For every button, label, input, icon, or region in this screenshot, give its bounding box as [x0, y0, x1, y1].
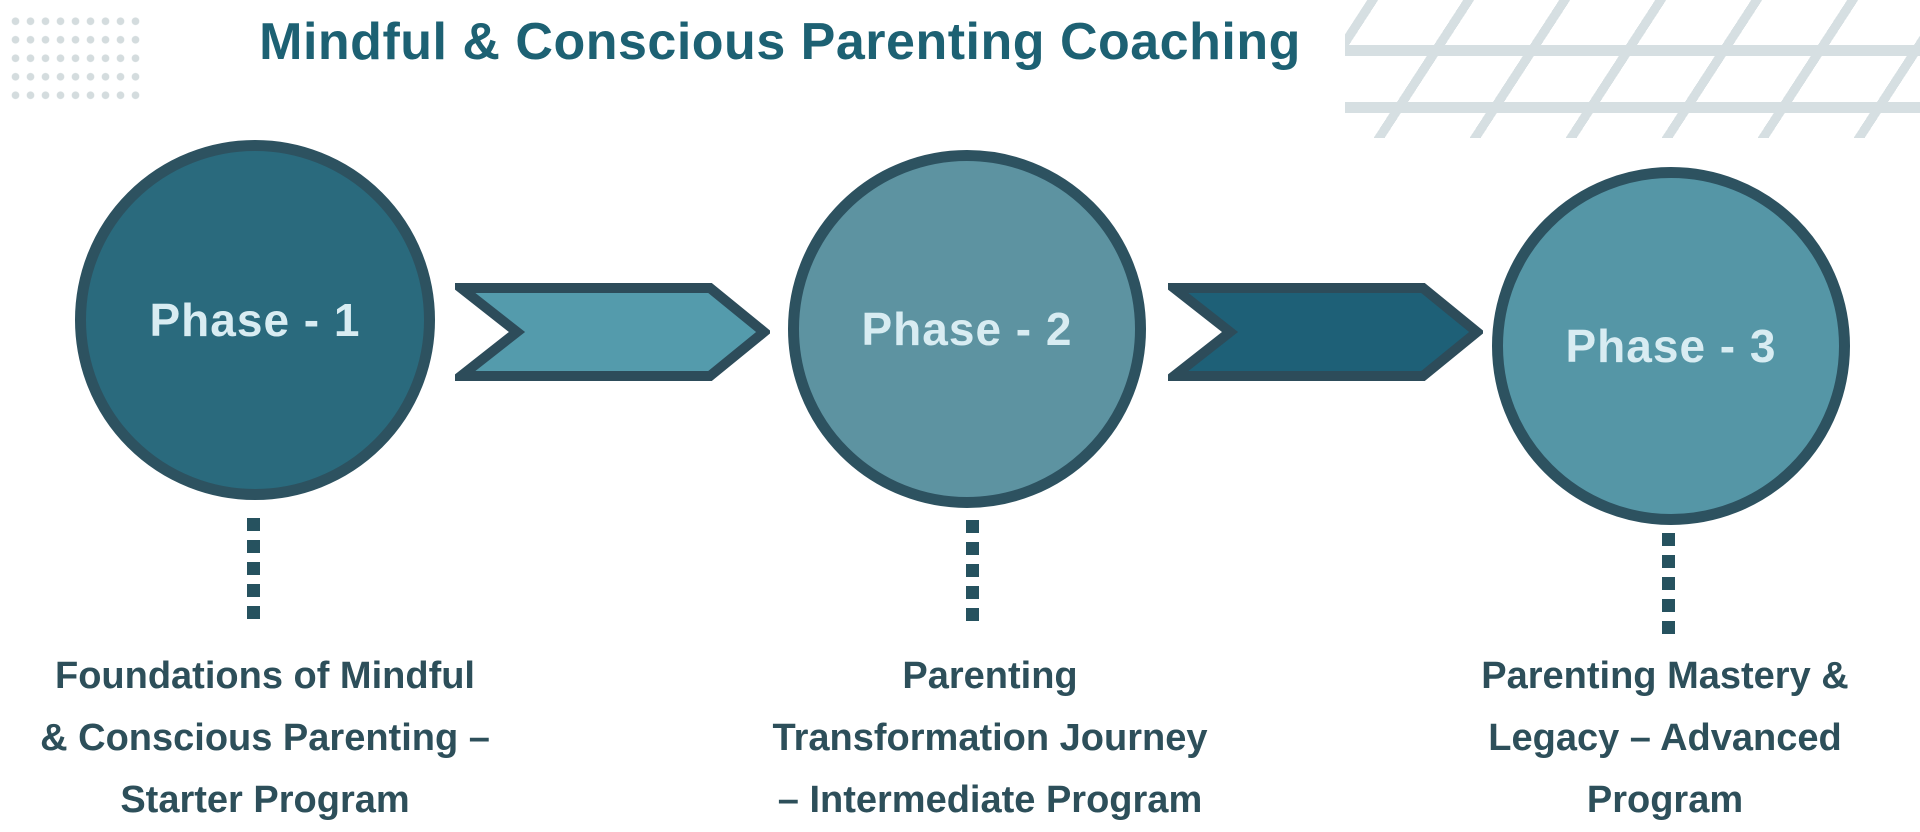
dotted-connector-phase-1	[247, 518, 260, 619]
program-line: Starter Program	[120, 779, 410, 821]
program-line: Program	[1586, 779, 1744, 821]
phase-3-label: Phase - 3	[1565, 320, 1777, 372]
dash	[966, 586, 979, 599]
dash	[966, 520, 979, 533]
dash	[247, 518, 260, 531]
phase-1-program-title: Foundations of Mindful & Conscious Paren…	[5, 645, 525, 831]
chevron-arrow-1-shape	[455, 283, 770, 381]
program-line: – Intermediate Program	[777, 779, 1203, 821]
phase-2-program-title: Parenting Transformation Journey – Inter…	[730, 645, 1250, 831]
phase-3-program-title: Parenting Mastery & Legacy – Advanced Pr…	[1405, 645, 1920, 831]
dot-grid-decoration-icon	[6, 10, 142, 102]
chevron-arrow-2-icon	[1168, 283, 1483, 381]
dotted-connector-phase-3	[1662, 533, 1675, 634]
dash	[1662, 621, 1675, 634]
dash	[247, 606, 260, 619]
dash	[966, 608, 979, 621]
dash	[966, 542, 979, 555]
program-line: Transformation Journey	[772, 717, 1208, 759]
program-line: Parenting	[902, 655, 1078, 697]
program-line: & Conscious Parenting –	[40, 717, 490, 759]
phase-1-label: Phase - 1	[149, 294, 361, 346]
dash	[247, 540, 260, 553]
program-line: Parenting Mastery &	[1481, 655, 1849, 697]
dash	[247, 562, 260, 575]
chevron-arrow-1-icon	[455, 283, 770, 381]
dash	[1662, 555, 1675, 568]
phase-3-circle: Phase - 3	[1492, 167, 1850, 525]
lattice-decoration-icon	[1345, 0, 1920, 138]
dash	[1662, 533, 1675, 546]
program-line: Foundations of Mindful	[54, 655, 475, 697]
phase-2-circle: Phase - 2	[788, 150, 1146, 508]
program-line: Legacy – Advanced	[1488, 717, 1842, 759]
lattice-pattern	[1345, 0, 1920, 138]
chevron-arrow-2-shape	[1168, 283, 1483, 381]
phase-1-circle: Phase - 1	[75, 140, 435, 500]
dash	[247, 584, 260, 597]
dash	[1662, 599, 1675, 612]
dash	[1662, 577, 1675, 590]
page-title: Mindful & Conscious Parenting Coaching	[259, 13, 1301, 71]
dotted-connector-phase-2	[966, 520, 979, 621]
phase-2-label: Phase - 2	[861, 303, 1073, 355]
dash	[966, 564, 979, 577]
